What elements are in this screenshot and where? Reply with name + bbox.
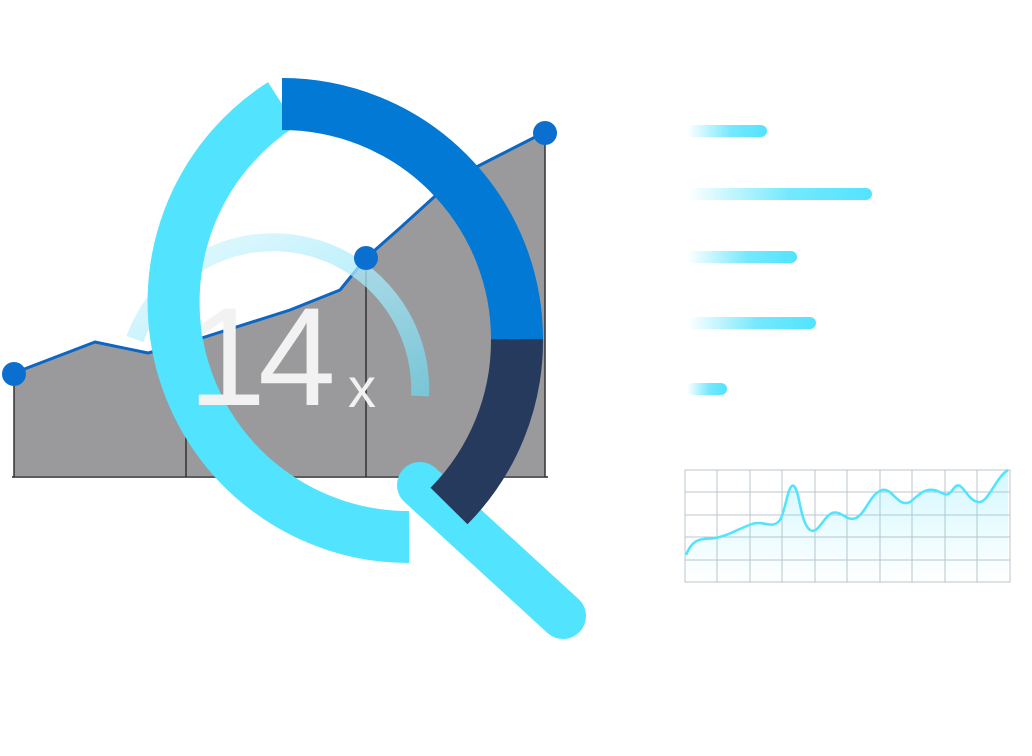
magnifier-value: 14	[188, 278, 332, 435]
gradient-bar	[687, 251, 797, 263]
chart-point	[533, 121, 557, 145]
magnifier-ring-navy	[430, 338, 544, 525]
magnifier-ring-blue	[281, 78, 543, 340]
sparkline-fill	[686, 470, 1008, 582]
chart-point	[2, 362, 26, 386]
magnifier-ring-cyan	[147, 82, 410, 564]
gradient-bar	[687, 188, 872, 200]
gradient-bar-list	[687, 125, 872, 395]
gradient-bar	[687, 125, 767, 137]
magnifier-handle	[397, 462, 586, 639]
chart-point	[354, 246, 378, 270]
gradient-bar	[687, 383, 727, 395]
sparkline-line	[684, 468, 1009, 556]
gradient-bar	[687, 317, 816, 329]
magnifier-unit: x	[348, 356, 376, 419]
